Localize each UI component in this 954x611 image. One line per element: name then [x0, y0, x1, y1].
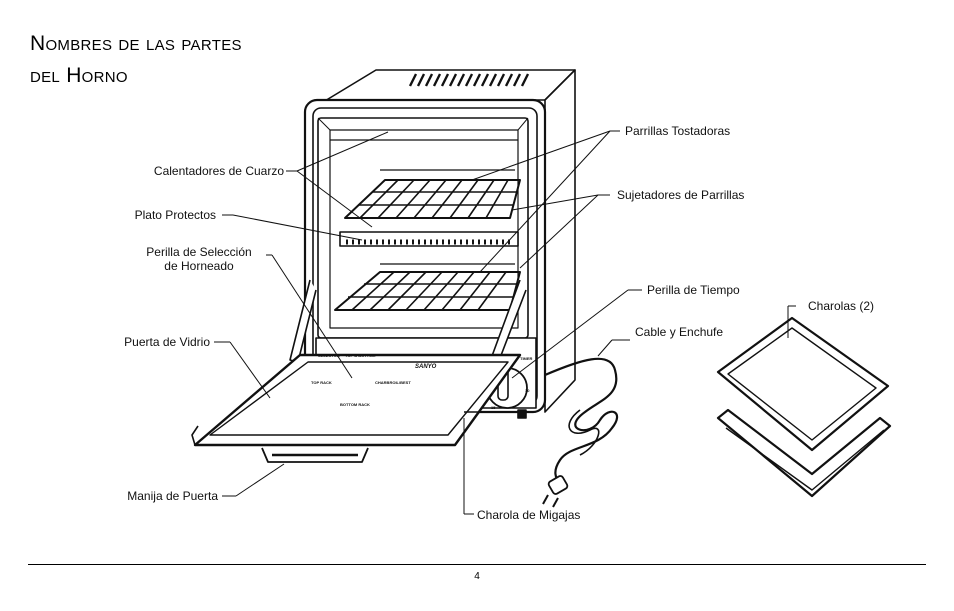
- knob-top-label: TOP & BOTTOM: [345, 353, 376, 358]
- label-perilla-seleccion-line-1: Perilla de Selección: [146, 245, 252, 259]
- knob-upper-left-label: SELECTOR: [318, 353, 340, 358]
- label-charolas: Charolas (2): [808, 299, 875, 313]
- label-manija-puerta: Manija de Puerta: [127, 489, 218, 503]
- timer-15-label: 15: [491, 405, 496, 410]
- label-charola-migajas: Charola de Migajas: [477, 508, 581, 522]
- label-perilla-seleccion: Perilla de Selección de Horneado: [136, 245, 262, 273]
- power-cord: [544, 357, 619, 486]
- page-number: 4: [474, 571, 480, 582]
- tray-upper: [716, 316, 890, 452]
- label-perilla-tiempo: Perilla de Tiempo: [647, 283, 740, 297]
- knob-right-label: CHARBROIL/BEST: [375, 380, 411, 385]
- brand-logo: SANYO: [415, 364, 437, 370]
- label-parrillas-tostadoras: Parrillas Tostadoras: [625, 124, 731, 138]
- tray-lower: [716, 408, 892, 498]
- label-calentadores: Calentadores de Cuarzo: [153, 164, 284, 178]
- upper-rack: [344, 179, 521, 219]
- label-cable: Cable y Enchufe: [635, 325, 724, 339]
- oven-vents: [408, 73, 530, 87]
- lower-rack: [334, 271, 521, 311]
- knob-bottom-label: BOTTOM RACK: [340, 402, 370, 407]
- timer-label: TIMER: [520, 356, 533, 361]
- page-title: Nombres de las partes del Horno: [30, 28, 242, 92]
- title-line-1: Nombres de las partes: [30, 32, 242, 55]
- label-perilla-seleccion-line-2: de Horneado: [164, 259, 234, 273]
- label-sujetadores: Sujetadores de Parrillas: [617, 188, 745, 202]
- timer-10-label: 10: [525, 388, 530, 393]
- knob-left-label: TOP RACK: [311, 380, 332, 385]
- plug: [547, 475, 569, 495]
- footer-rule: [28, 564, 926, 565]
- title-line-2: del Horno: [30, 64, 128, 87]
- label-puerta-vidrio: Puerta de Vidrio: [124, 335, 210, 349]
- glass-door: [193, 353, 522, 447]
- label-plato-protectos: Plato Protectos: [134, 208, 216, 222]
